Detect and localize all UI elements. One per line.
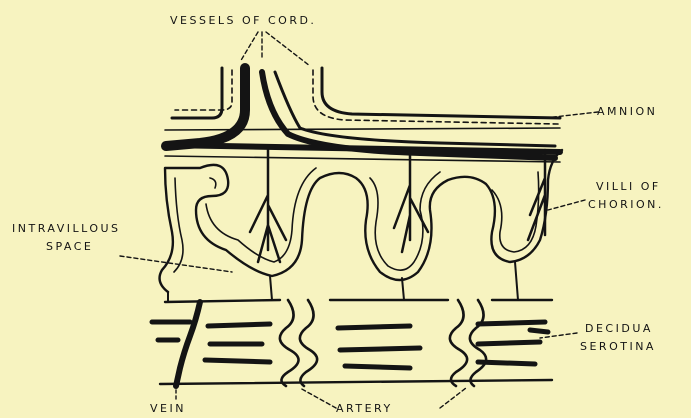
label-villi-of-chorion-line2: CHORION. [588,198,664,211]
label-intravillous-line1: INTRAVILLOUS [12,222,121,235]
spiral-artery-1 [280,300,317,386]
decidua-base-line [160,380,552,384]
maternal-vein [176,302,200,386]
cord-outline-right [322,68,560,118]
amnion-line [165,128,560,130]
decidua-top-line [165,300,552,302]
label-amnion: AMNION [597,105,657,118]
label-decidua-line2: SEROTINA [580,340,656,353]
label-decidua-line1: DECIDUA [585,322,653,335]
decidua-striations [152,322,548,368]
leader-villi [548,200,585,210]
villus-stems [168,262,518,302]
leader-vessels [240,32,310,66]
label-villi-of-chorion-line1: VILLI OF [596,180,661,193]
label-vessels-of-cord: VESSELS OF CORD. [170,14,316,27]
cord-vein [166,68,245,146]
label-intravillous-line2: SPACE [46,240,93,253]
leader-amnion [545,112,598,118]
villus-vessels-1 [250,150,286,262]
label-vein: VEIN [150,402,186,415]
label-artery: ARTERY [336,402,393,415]
